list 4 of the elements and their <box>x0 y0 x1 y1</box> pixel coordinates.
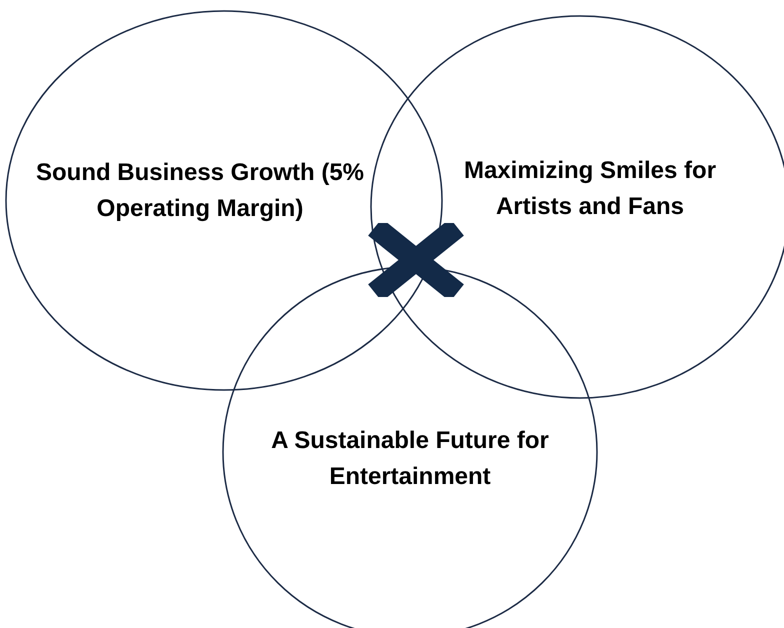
venn-circle <box>5 10 443 391</box>
circle-label: A Sustainable Future for Entertainment <box>270 426 550 492</box>
circle-label: Maximizing Smiles for Artists and Fans <box>462 156 718 222</box>
circle-label: Sound Business Growth (5% Operating Margin) <box>34 158 366 224</box>
